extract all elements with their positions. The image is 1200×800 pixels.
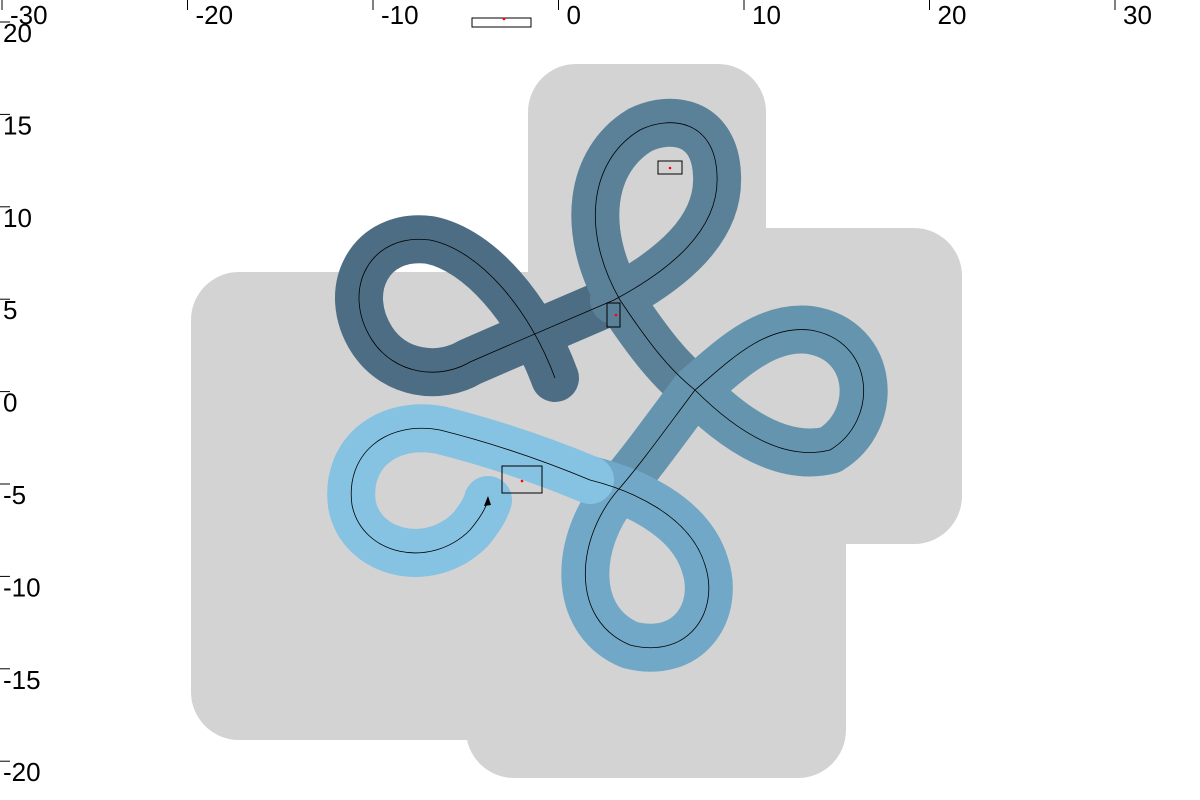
- vehicle-marker-top: [668, 166, 672, 170]
- y-tick-label: -5: [3, 480, 26, 510]
- y-tick-label: 0: [3, 388, 17, 418]
- planned-path: [350, 122, 864, 648]
- y-tick-label: 5: [3, 295, 17, 325]
- vehicle-box-middle: [606, 302, 621, 328]
- x-tick-label: 0: [567, 0, 581, 30]
- vehicle-box-legend: [471, 17, 532, 28]
- path-arrowhead-icon: [484, 496, 491, 506]
- region-block-bottom: [466, 460, 846, 778]
- vehicle-box-top: [657, 160, 683, 175]
- y-tick-label: -20: [3, 757, 41, 787]
- x-tick-label: 10: [752, 0, 781, 30]
- vehicle-marker-bottom: [520, 479, 524, 483]
- y-tick-label: -10: [3, 572, 41, 602]
- vehicle-markers: [502, 17, 672, 483]
- y-tick-label: 20: [3, 18, 32, 48]
- x-tick-label: -20: [196, 0, 234, 30]
- y-tick-label: 15: [3, 110, 32, 140]
- y-axis: 20 15 10 5 0 -5 -10 -15 -20: [0, 18, 41, 787]
- path-line: [350, 122, 864, 648]
- vehicle-marker-middle: [614, 313, 618, 317]
- vehicle-boxes: [471, 17, 683, 494]
- x-tick-label: -30: [10, 0, 48, 30]
- y-tick-label: -15: [3, 665, 41, 695]
- x-axis: -30 -20 -10 0 10 20 30: [1, 0, 1152, 30]
- x-tick-label: 20: [938, 0, 967, 30]
- x-tick-label: -10: [381, 0, 419, 30]
- vehicle-marker-legend: [502, 17, 506, 21]
- y-tick-label: 10: [3, 203, 32, 233]
- x-tick-label: 30: [1123, 0, 1152, 30]
- vehicle-box-bottom: [501, 465, 543, 494]
